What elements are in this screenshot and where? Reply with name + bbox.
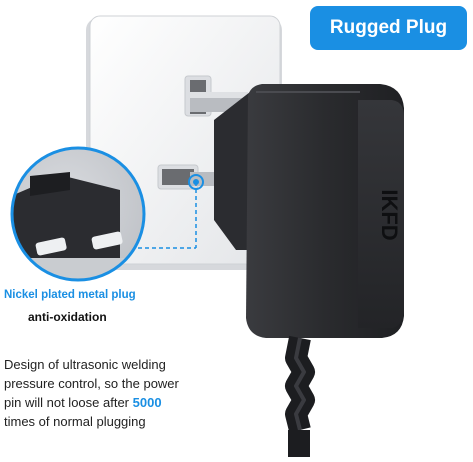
adapter-body bbox=[246, 84, 404, 338]
description-line-2: pressure control, so the power bbox=[4, 376, 179, 391]
description-line-3: pin will not loose after 5000 bbox=[4, 393, 244, 412]
brand-logo: IKFD bbox=[377, 189, 402, 240]
feature-title: Nickel plated metal plug bbox=[4, 289, 136, 301]
description-line-1: Design of ultrasonic welding bbox=[4, 357, 166, 372]
callout-connector bbox=[138, 174, 204, 249]
cycle-count-highlight: 5000 bbox=[132, 395, 162, 410]
rugged-plug-badge: Rugged Plug bbox=[310, 6, 467, 50]
description-line-4: times of normal plugging bbox=[4, 414, 146, 429]
description-text: Design of ultrasonic welding pressure co… bbox=[4, 355, 244, 431]
svg-text:IKFD: IKFD bbox=[377, 189, 402, 240]
badge-label: Rugged Plug bbox=[329, 17, 448, 38]
feature-subtitle: anti-oxidation bbox=[28, 310, 107, 324]
power-cable bbox=[285, 335, 315, 457]
description-line-3-text: pin will not loose after bbox=[4, 395, 133, 410]
zoom-detail bbox=[10, 146, 146, 282]
